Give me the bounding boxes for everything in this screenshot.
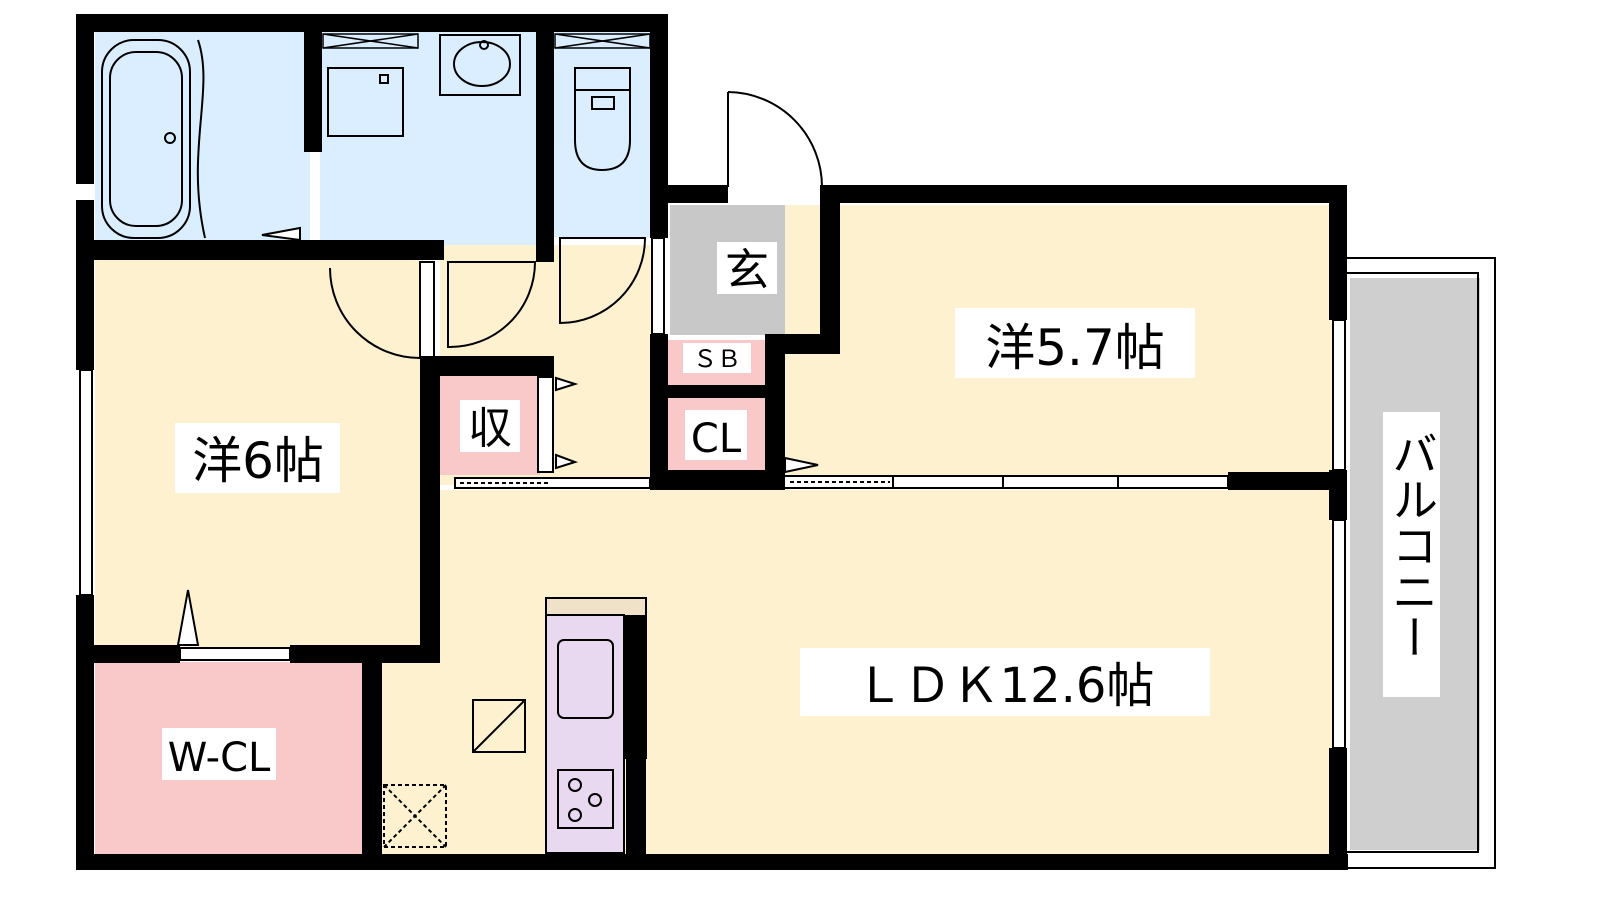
hall-door-jamb — [419, 261, 435, 359]
bathtub-drain — [164, 132, 176, 144]
storage-door — [537, 376, 554, 473]
western-6-window — [79, 369, 93, 596]
label-walk-in-closet: W-CL — [168, 735, 271, 781]
washer — [327, 67, 404, 137]
toilet-door-swing — [559, 237, 647, 325]
bath-door-mark — [261, 226, 301, 242]
fixtures — [101, 33, 651, 854]
bathtub-inner — [109, 51, 183, 227]
toilet-bowl — [574, 89, 631, 172]
toilet-seat — [591, 96, 615, 110]
w-cl-opening — [179, 647, 291, 661]
burner-3 — [568, 808, 582, 822]
floor-hatch-x2 — [383, 784, 447, 848]
washroom-fill — [320, 32, 540, 247]
walls — [76, 14, 1348, 870]
label-western-57: 洋5.7帖 — [985, 319, 1165, 377]
toilet-fill — [552, 32, 652, 237]
kitchen-sink — [557, 639, 614, 719]
washroom-door-swing — [447, 261, 537, 349]
bathtub — [101, 39, 191, 239]
door-swings — [176, 91, 823, 646]
label-shoe-box: ＳＢ — [693, 345, 741, 373]
balcony-railing — [1347, 257, 1496, 869]
w-cl-door-mark — [176, 589, 200, 646]
label-ldk: ＬＤＫ12.6帖 — [856, 658, 1155, 714]
label-balcony: バルコニー — [1385, 430, 1439, 660]
label-western-6: 洋6帖 — [192, 432, 324, 490]
ldk-window — [1332, 519, 1346, 749]
storage-door-mark-2 — [555, 453, 579, 470]
kitchen-stove — [557, 769, 614, 829]
western-57-window — [1332, 319, 1346, 471]
label-storage: 収 — [468, 403, 512, 454]
refrigerator-space-diagonal — [472, 699, 526, 753]
western-6-door-swing — [329, 267, 421, 359]
toilet-door-jamb — [651, 237, 665, 335]
bath-curtain — [196, 39, 206, 239]
washbasin-tap — [479, 40, 489, 50]
room-labels: 洋6帖 洋5.7帖 ＬＤＫ12.6帖 玄 収 CL ＳＢ W-CL バルコニー — [162, 242, 1440, 781]
floor-hatch — [383, 784, 447, 848]
washer-drain — [379, 74, 389, 84]
label-closet: CL — [691, 416, 742, 462]
ldk-fill-left — [380, 660, 450, 855]
label-entrance: 玄 — [725, 245, 769, 296]
washbasin-counter — [439, 34, 521, 96]
refrigerator-space — [472, 699, 526, 753]
burner-1 — [568, 778, 582, 792]
storage-door-mark-1 — [555, 376, 579, 392]
burner-2 — [588, 793, 602, 807]
entry-door-swing — [727, 91, 823, 188]
